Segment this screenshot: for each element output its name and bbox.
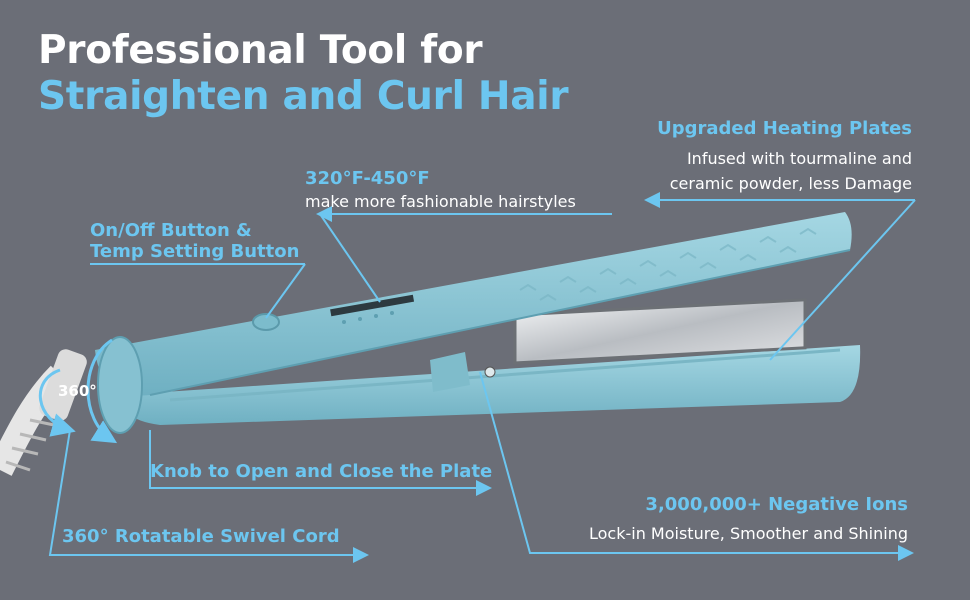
ions-title: 3,000,000+ Negative Ions — [645, 494, 908, 515]
swivel-cord — [0, 349, 87, 476]
temp-display — [330, 294, 415, 317]
temperature-desc: make more fashionable hairstyles — [305, 192, 576, 211]
heating-plates-desc-line1: Infused with tourmaline and — [686, 149, 912, 168]
power-button — [252, 313, 280, 331]
knob-label: Knob to Open and Close the Plate — [150, 461, 493, 482]
knob — [430, 352, 470, 392]
rotation-arrows — [38, 338, 118, 444]
headline-line2: Straighten and Curl Hair — [38, 74, 569, 119]
temperature-title: 320°F-450°F — [305, 168, 430, 189]
upper-arm — [95, 212, 852, 434]
lower-arm — [120, 298, 861, 425]
buttons-label-line2: Temp Setting Button — [90, 241, 300, 262]
swivel-knob — [97, 336, 143, 434]
heating-plates-desc-line2: ceramic powder, less Damage — [669, 174, 912, 193]
heating-plates-title: Upgraded Heating Plates — [657, 118, 912, 139]
swivel-badge: 360° — [58, 382, 97, 400]
ions-desc: Lock-in Moisture, Smoother and Shining — [588, 524, 908, 543]
cord-label: 360° Rotatable Swivel Cord — [62, 526, 340, 547]
buttons-label-line1: On/Off Button & — [90, 220, 252, 241]
headline-line1: Professional Tool for — [38, 28, 483, 73]
